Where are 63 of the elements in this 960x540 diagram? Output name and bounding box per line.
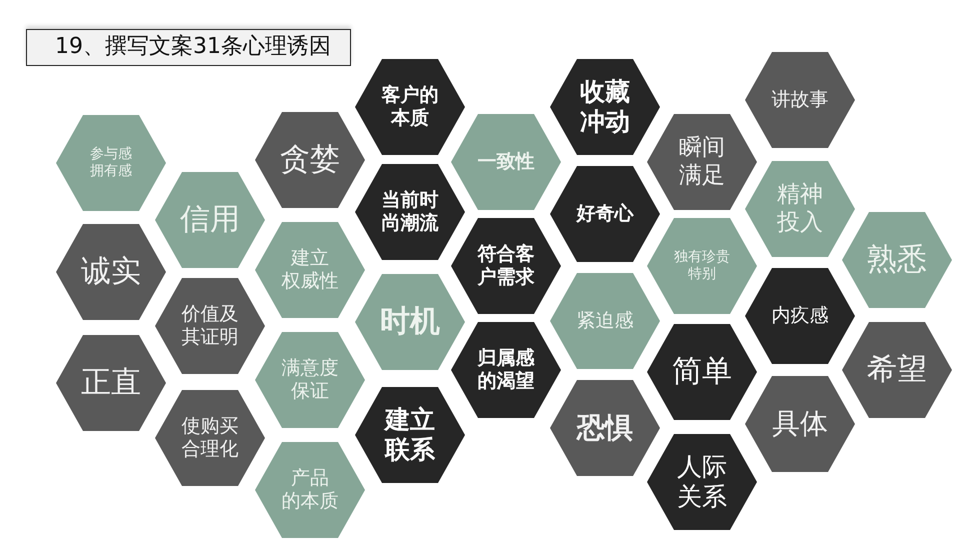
tile-label: 瞬间满足 — [679, 134, 725, 190]
tile-label: 符合客户需求 — [478, 243, 534, 289]
tile-label: 使购买合理化 — [182, 415, 238, 461]
hexagon-tile — [647, 114, 757, 210]
tile-label: 人际关系 — [677, 452, 727, 512]
tile-label: 紧迫感 — [576, 310, 634, 332]
hexagon-tile — [745, 52, 855, 148]
tile-label: 产品的本质 — [282, 467, 338, 513]
tile-label: 诚实 — [81, 254, 141, 290]
hexagon-tile — [745, 161, 855, 257]
tile-label: 满意度保证 — [282, 357, 338, 403]
hexagon-tile — [647, 324, 757, 420]
tile-label: 归属感的渴望 — [478, 347, 534, 393]
tile-label: 正直 — [81, 365, 141, 401]
tile-label: 价值及其证明 — [182, 303, 238, 349]
hexagon-tile — [550, 380, 660, 476]
tile-label: 恐惧 — [577, 411, 633, 445]
hexagon-tile — [355, 164, 465, 260]
tile-label: 希望 — [867, 352, 927, 388]
tile-label: 独有珍贵特别 — [674, 249, 730, 283]
hexagon-tile — [155, 278, 265, 374]
hexagon-tile — [155, 172, 265, 268]
tile-label: 建立权威性 — [282, 247, 338, 293]
hexagon-tile — [355, 387, 465, 483]
hexagon-tile — [56, 224, 166, 320]
hexagon-tile — [56, 115, 166, 211]
hexagon-tile — [550, 273, 660, 369]
hexagon-tile — [842, 212, 952, 308]
hexagon-tile — [745, 376, 855, 472]
hexagon-tile — [451, 322, 561, 418]
hexagon-tile — [745, 268, 855, 364]
tile-label: 熟悉 — [867, 242, 927, 278]
tile-label: 讲故事 — [772, 88, 828, 112]
tile-label: 内疚感 — [772, 304, 828, 328]
hexagon-tile — [355, 59, 465, 155]
tile-label: 简单 — [672, 354, 732, 390]
hexagon-tile — [255, 332, 365, 428]
hexagon-tile — [451, 218, 561, 314]
hexagon-tile — [155, 390, 265, 486]
tile-label: 好奇心 — [576, 202, 634, 226]
hexagon-tile — [355, 274, 465, 370]
tile-label: 一致性 — [478, 150, 534, 174]
hexagon-tile — [647, 434, 757, 530]
hexagon-tile — [550, 166, 660, 262]
tile-label: 当前时尚潮流 — [382, 189, 438, 235]
tile-label: 信用 — [180, 202, 240, 238]
tile-label: 具体 — [772, 407, 828, 441]
hexagon-tile — [842, 322, 952, 418]
tile-label: 贪婪 — [280, 142, 340, 178]
tile-label: 时机 — [380, 304, 440, 340]
hexagon-tile — [451, 114, 561, 210]
tile-label: 建立联系 — [385, 405, 435, 465]
hexagon-tile — [550, 59, 660, 155]
tile-label: 参与感拥有感 — [90, 146, 132, 180]
hexagon-tile — [647, 218, 757, 314]
tile-label: 精神投入 — [777, 181, 823, 237]
tile-label: 客户的本质 — [382, 84, 438, 130]
hexagon-tile — [255, 442, 365, 538]
tile-label: 收藏冲动 — [580, 77, 630, 137]
hexagon-tile — [56, 335, 166, 431]
hexagon-tile — [255, 112, 365, 208]
title-banner: 19、撰写文案31条心理诱因 — [26, 29, 351, 66]
hexagon-tile — [255, 222, 365, 318]
